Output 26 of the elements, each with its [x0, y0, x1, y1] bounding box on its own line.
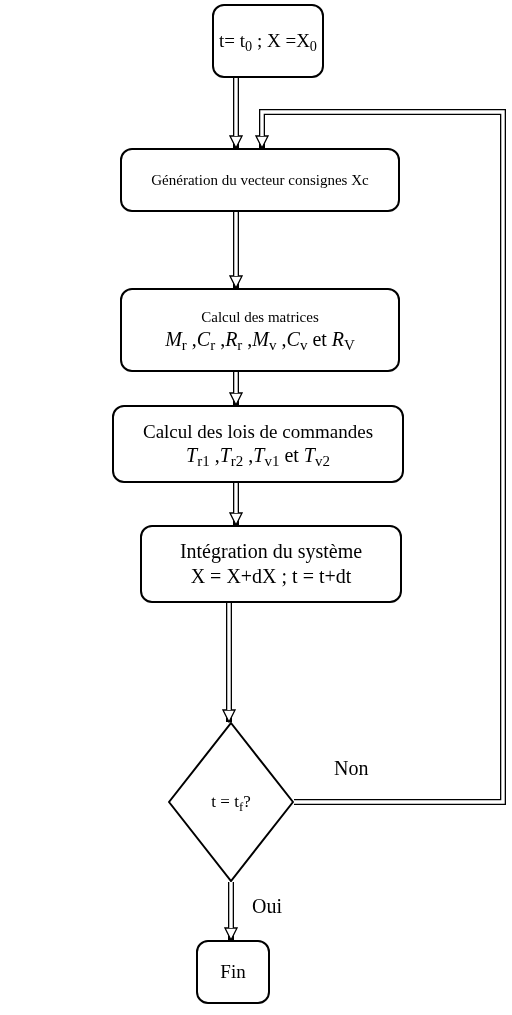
- double-line-arrow: [229, 78, 243, 149]
- formula-text: M$_{r}$ ,C$_{r}$ ,R$_{r}$ ,M$_{v}$ ,C$_{v}$ et R$_{V}$: [165, 326, 355, 352]
- node-text: Génération du vecteur consignes Xc: [151, 170, 369, 190]
- double-line-arrow: [229, 483, 243, 526]
- node-text: Calcul des lois de commandes: [142, 419, 374, 444]
- node-text: Calcul des matrices: [201, 308, 319, 327]
- double-line-arrow: [229, 212, 243, 289]
- node-text: Intégration du système: [179, 539, 363, 564]
- edge-label: Oui: [250, 896, 284, 916]
- double-line-arrow: [255, 109, 506, 805]
- formula-text: T$_{r1}$ ,T$_{r2}$ ,T$_{v1}$ et T$_{v2}$: [186, 443, 330, 469]
- process-box: [112, 405, 404, 483]
- double-line-arrow: [229, 372, 243, 406]
- node-text: Fin: [220, 960, 246, 984]
- process-box: [140, 525, 402, 603]
- end-box: [196, 940, 270, 1004]
- formula-text: X = X+dX ; t = t+dt: [190, 564, 352, 589]
- double-line-arrow: [224, 882, 238, 941]
- decision-diamond: [168, 722, 294, 882]
- process-box: [120, 148, 400, 212]
- double-line-arrow: [222, 603, 236, 723]
- process-box: [120, 288, 400, 372]
- node-text: t= t$_{0}$ ; X =X$_{0}$: [219, 29, 317, 53]
- node-text: t = t$_{f}$?: [211, 791, 251, 813]
- start-box: [212, 4, 324, 78]
- edge-label: Non: [332, 758, 371, 778]
